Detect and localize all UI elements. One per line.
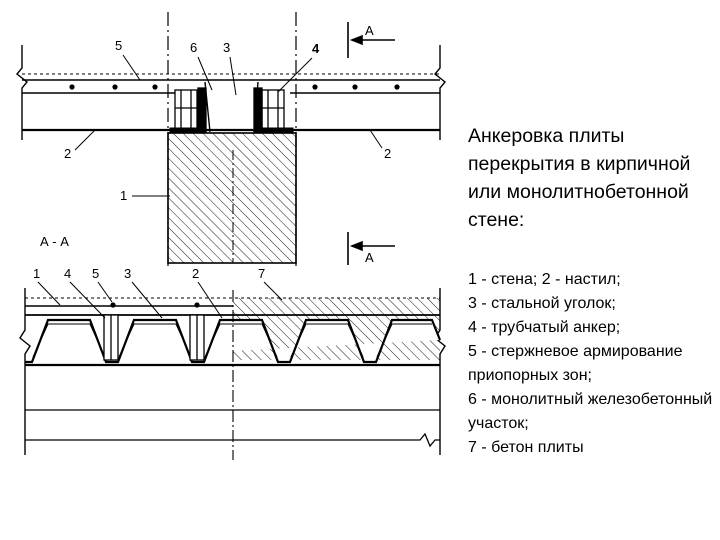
leader-lines-top xyxy=(74,54,383,197)
section-arrow-bottom xyxy=(347,232,395,265)
wall-hatched xyxy=(167,132,297,264)
callout-bottom-4: 4 xyxy=(64,266,71,281)
callout-top-2-left: 2 xyxy=(64,146,71,161)
callouts: 5 6 3 4 2 2 1 А А А - А 1 4 5 3 2 7 xyxy=(33,23,391,281)
rebar-dots-top xyxy=(69,84,400,90)
monolithic-joint-edges xyxy=(204,81,259,133)
callout-top-4: 4 xyxy=(312,41,320,56)
legend-item: 5 - стержневое армирование приопорных зо… xyxy=(468,343,683,384)
diagram-title: Анкеровка плиты перекрытия в кирпичной и… xyxy=(468,125,691,231)
section-label: А - А xyxy=(40,234,69,249)
break-line-right xyxy=(434,45,446,140)
legend-item: 4 - трубчатый анкер; xyxy=(468,319,621,336)
break-line-left xyxy=(16,45,28,140)
callout-bottom-3: 3 xyxy=(124,266,131,281)
legend-item: 7 - бетон плиты xyxy=(468,439,584,456)
bottom-section xyxy=(19,281,446,460)
callout-bottom-2: 2 xyxy=(192,266,199,281)
legend-item: 1 - стена; 2 - настил; xyxy=(468,271,621,288)
callout-top-5: 5 xyxy=(115,38,122,53)
profiled-deck-inner xyxy=(32,323,432,358)
break-line-left-bottom xyxy=(19,288,31,455)
anchor-left xyxy=(174,87,207,133)
section-mark-top: А xyxy=(365,23,374,38)
callout-bottom-7: 7 xyxy=(258,266,265,281)
callout-top-1: 1 xyxy=(120,188,127,203)
callout-bottom-1: 1 xyxy=(33,266,40,281)
callout-top-3: 3 xyxy=(223,40,230,55)
rebar-dots-bottom xyxy=(110,302,200,308)
callout-top-2-right: 2 xyxy=(384,146,391,161)
anchors-section xyxy=(103,314,205,361)
top-section xyxy=(16,12,446,270)
anchor-right xyxy=(253,87,285,133)
leader-lines-bottom xyxy=(37,281,283,319)
legend-item: 3 - стальной уголок; xyxy=(468,295,616,312)
wall-break-line xyxy=(25,432,440,448)
section-mark-bottom: А xyxy=(365,250,374,265)
callout-top-6: 6 xyxy=(190,40,197,55)
section-arrow-top xyxy=(347,22,395,58)
legend: 1 - стена; 2 - настил; 3 - стальной угол… xyxy=(468,268,713,460)
legend-item: 6 - монолитный железобетонный участок; xyxy=(468,391,713,432)
callout-bottom-5: 5 xyxy=(92,266,99,281)
